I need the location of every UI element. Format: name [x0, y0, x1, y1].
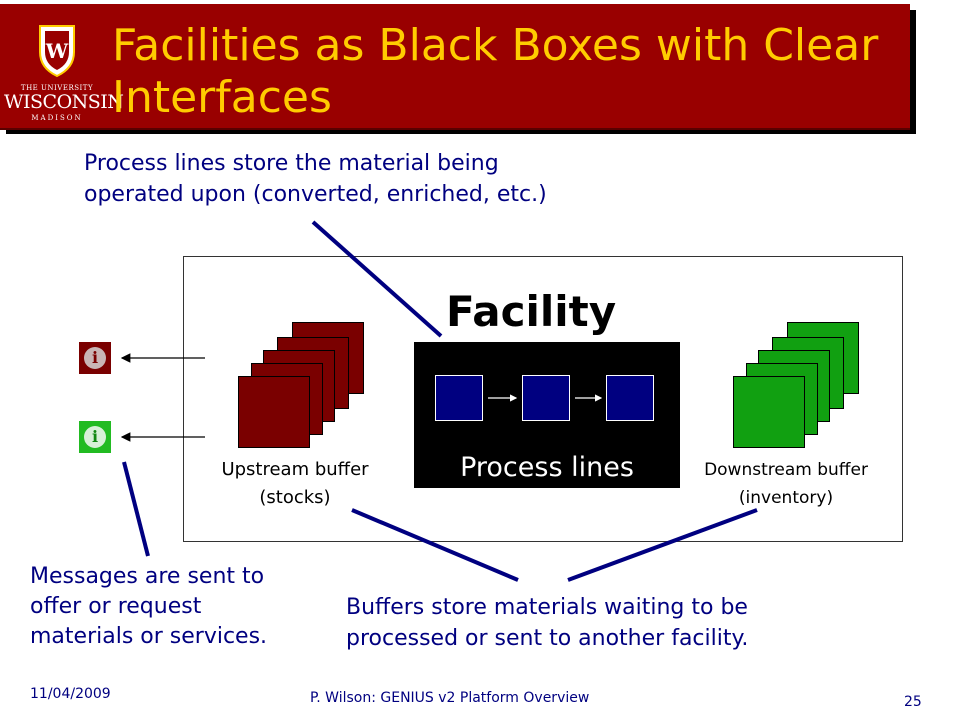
- logo-line-university: THE UNIVERSITY: [20, 84, 94, 92]
- page-number: 25: [904, 694, 922, 710]
- info-icon-upstream: i: [79, 342, 111, 374]
- info-icon-downstream: i: [79, 421, 111, 453]
- facility-frame: [183, 256, 903, 542]
- crest-letter: W: [45, 39, 69, 63]
- buffers-callout: Buffers store materials waiting to be pr…: [346, 595, 749, 651]
- slide-title: Facilities as Black Boxes with Clear Int…: [112, 20, 879, 123]
- process-callout-line: [311, 220, 443, 338]
- university-logo: W THE UNIVERSITY WISCONSIN MADISON: [4, 22, 124, 126]
- logo-line-madison: MADISON: [31, 114, 83, 122]
- messages-callout: Messages are sent to offer or request ma…: [30, 564, 268, 649]
- upstream-caption-line2: (stocks): [259, 487, 331, 508]
- title-bar: [0, 4, 910, 130]
- wisconsin-crest-icon: W: [39, 25, 75, 78]
- footer-presenter: P. Wilson: GENIUS v2 Platform Overview: [310, 690, 590, 706]
- buffers-callout-line-left: [351, 508, 519, 582]
- process-lines-callout: Process lines store the material being o…: [84, 151, 547, 207]
- downstream-buffer-caption: Downstream buffer (inventory): [676, 456, 896, 512]
- buffers-callout-line-right: [567, 508, 758, 582]
- downstream-caption-line2: (inventory): [738, 488, 834, 508]
- footer-date: 11/04/2009: [30, 686, 111, 702]
- process-square-3: [606, 375, 654, 421]
- downstream-caption-line1: Downstream buffer: [704, 460, 868, 480]
- messages-callout-line: [122, 461, 150, 557]
- upstream-buffer-layer-5: [238, 376, 310, 448]
- downstream-buffer-layer-5: [733, 376, 805, 448]
- process-square-1: [435, 375, 483, 421]
- logo-line-wisconsin: WISCONSIN: [4, 91, 124, 113]
- upstream-caption-line1: Upstream buffer: [221, 459, 369, 480]
- process-lines-label: Process lines: [460, 452, 634, 483]
- upstream-buffer-caption: Upstream buffer (stocks): [190, 456, 400, 512]
- facility-label: Facility: [446, 287, 617, 336]
- process-square-2: [522, 375, 570, 421]
